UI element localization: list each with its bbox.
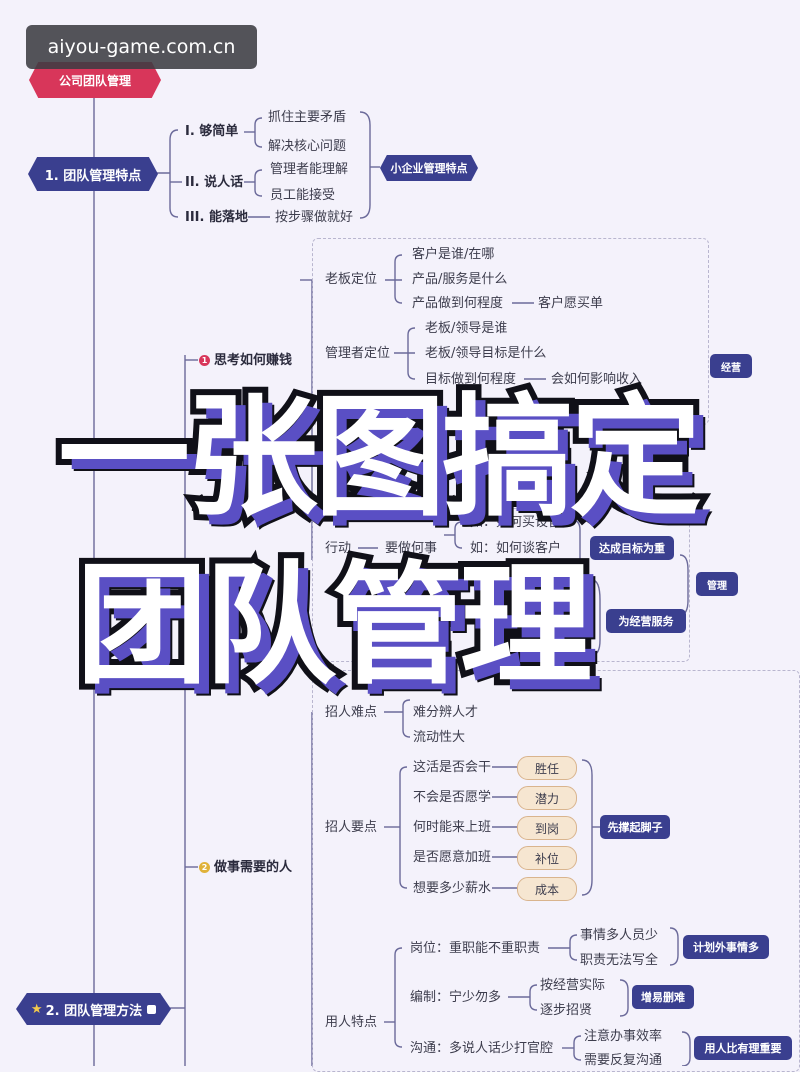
action-result-node[interactable]: 达成目标为重	[590, 536, 674, 560]
action-result2-node[interactable]: 为经营服务	[606, 609, 686, 633]
manager-result: 会如何影响收入	[551, 372, 643, 387]
manager-child-1: 老板/领导是谁	[425, 321, 508, 336]
hire-points-result-node[interactable]: 先撑起脚子	[600, 815, 670, 839]
section1-item-2[interactable]: II. 说人话	[185, 175, 244, 190]
hire-point-q-1: 这活是否会干	[413, 760, 492, 775]
note-icon	[147, 1004, 157, 1014]
hire-point-a-2: 潜力	[517, 786, 577, 810]
section1-item-2-child-2: 员工能接受	[270, 188, 336, 203]
section2-title-label: 2. 团队管理方法	[45, 1003, 143, 1019]
use-comm-child-2: 需要反复沟通	[584, 1053, 663, 1068]
use-post-q: 岗位：重职能不重职责	[410, 941, 541, 956]
section1-item-3-child-1: 按步骤做就好	[275, 210, 354, 225]
use-comm-q: 沟通：多说人话少打官腔	[410, 1041, 554, 1056]
section2-title-node[interactable]: ★2. 团队管理方法	[16, 993, 171, 1025]
hire-difficulty-label[interactable]: 招人难点	[325, 705, 378, 720]
use-comm-child-1: 注意办事效率	[584, 1029, 663, 1044]
overlay-title-line1: 一张图搞定	[52, 381, 708, 535]
site-watermark: aiyou-game.com.cn	[26, 25, 257, 69]
use-staff-child-1: 按经营实际	[540, 978, 606, 993]
manager-child-2: 老板/领导目标是什么	[425, 346, 547, 361]
hire-point-a-4: 补位	[517, 846, 577, 870]
action-label[interactable]: 行动	[325, 541, 352, 556]
action-child-1: 如：如何买设备	[470, 515, 562, 530]
use-comm-result-node[interactable]: 用人比有理重要	[694, 1036, 792, 1060]
section1-item-1[interactable]: I. 够简单	[185, 124, 239, 139]
use-staff-result-node[interactable]: 增易删难	[632, 985, 694, 1009]
action-sub: 要做何事	[385, 541, 438, 556]
section1-item-3[interactable]: III. 能落地	[185, 210, 248, 225]
boss-child-2: 产品/服务是什么	[412, 272, 508, 287]
section1-item-1-child-2: 解决核心问题	[268, 139, 347, 154]
action-tag-node[interactable]: 管理	[696, 572, 738, 596]
hire-points-label[interactable]: 招人要点	[325, 820, 378, 835]
action-child-2: 如：如何谈客户	[470, 541, 562, 556]
use-post-result-node[interactable]: 计划外事情多	[683, 935, 769, 959]
manager-label[interactable]: 管理者定位	[325, 346, 391, 361]
hire-point-q-3: 何时能来上班	[413, 820, 492, 835]
manager-child-3: 目标做到何程度	[425, 372, 517, 387]
section1-title-node[interactable]: 1. 团队管理特点	[28, 157, 158, 191]
think-title[interactable]: 1 思考如何赚钱	[199, 354, 292, 367]
boss-child-1: 客户是谁/在哪	[412, 247, 495, 262]
boss-label[interactable]: 老板定位	[325, 272, 378, 287]
hire-point-a-3: 到岗	[517, 816, 577, 840]
section1-summary-node[interactable]: 小企业管理特点	[380, 155, 478, 181]
people-title[interactable]: 2 做事需要的人	[199, 861, 292, 874]
use-label[interactable]: 用人特点	[325, 1015, 378, 1030]
hire-difficulty-child-2: 流动性大	[413, 730, 466, 745]
hire-point-q-2: 不会是否愿学	[413, 790, 492, 805]
use-post-child-2: 职责无法写全	[580, 953, 659, 968]
hire-difficulty-child-1: 难分辨人才	[413, 705, 479, 720]
hire-point-a-1: 胜任	[517, 756, 577, 780]
use-staff-q: 编制：宁少勿多	[410, 990, 502, 1005]
section1-item-1-child-1: 抓住主要矛盾	[268, 110, 347, 125]
number-badge-2-icon: 2	[199, 862, 210, 873]
number-badge-1-icon: 1	[199, 355, 210, 366]
hire-point-q-4: 是否愿意加班	[413, 850, 492, 865]
boss-result: 客户愿买单	[538, 296, 604, 311]
hire-point-a-5: 成本	[517, 877, 577, 901]
think-group-box	[312, 238, 709, 425]
people-title-label: 做事需要的人	[214, 860, 293, 875]
think-title-label: 思考如何赚钱	[214, 353, 293, 368]
section1-item-2-child-1: 管理者能理解	[270, 162, 349, 177]
use-post-child-1: 事情多人员少	[580, 928, 659, 943]
use-staff-child-2: 逐步招贤	[540, 1003, 593, 1018]
action-group-box	[312, 508, 690, 662]
overlay-title-line2: 团队管理	[70, 549, 598, 703]
think-tag-node[interactable]: 经营	[710, 354, 752, 378]
star-icon: ★	[30, 1001, 43, 1017]
boss-child-3: 产品做到何程度	[412, 296, 504, 311]
hire-point-q-5: 想要多少薪水	[413, 881, 492, 896]
